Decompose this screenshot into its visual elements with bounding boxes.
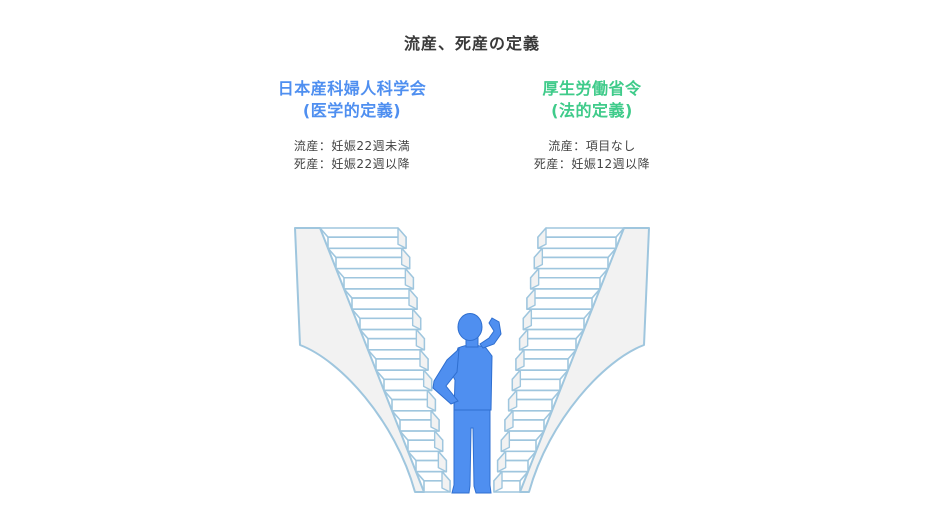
- stair-step-tread: [526, 288, 601, 299]
- stair-step-side: [426, 389, 437, 412]
- stair-step-side: [507, 389, 518, 412]
- stair-step-side: [493, 470, 503, 493]
- stair-step-side: [397, 227, 407, 250]
- stair-outer-wall: [519, 227, 650, 493]
- legal-heading-line2: (法的定義): [551, 101, 633, 120]
- person-right-arm: [479, 317, 502, 349]
- stair-step-side: [511, 369, 522, 392]
- stair-step-tread: [343, 288, 418, 299]
- person-scratching-head-icon: [432, 313, 502, 494]
- stair-step-riser: [533, 256, 609, 270]
- stair-step-side: [415, 328, 426, 351]
- stair-step-riser: [359, 317, 422, 331]
- stair-step-side: [408, 288, 418, 310]
- stair-step-side: [500, 430, 511, 453]
- stair-step-tread: [522, 308, 593, 320]
- stair-step-side: [496, 450, 507, 473]
- stair-step-riser: [529, 276, 601, 290]
- diagram-title: 流産、死産の定義: [403, 34, 540, 53]
- stair-step-side: [537, 227, 547, 250]
- stair-step-tread: [515, 349, 577, 360]
- stair-step-tread: [359, 328, 426, 340]
- stair-step-side: [441, 470, 451, 493]
- stair-step-side: [518, 328, 529, 351]
- legal-stillbirth: 死産：妊娠12週以降: [533, 157, 651, 171]
- stair-step-tread: [319, 227, 407, 238]
- stair-step-side: [515, 349, 525, 371]
- medical-heading-line1: 日本産科婦人科学会: [277, 79, 427, 98]
- stair-step-tread: [335, 267, 415, 279]
- stair-step-tread: [367, 349, 429, 360]
- right-staircase: [493, 227, 650, 493]
- stair-outer-wall: [294, 227, 425, 493]
- stair-step-side: [422, 369, 433, 392]
- person-left-arm: [432, 347, 460, 405]
- stair-step-tread: [533, 247, 617, 259]
- stair-step-side: [504, 410, 514, 432]
- medical-definition: 日本産科婦人科学会 (医学的定義) 流産：妊娠22週未満 死産：妊娠22週以降: [240, 78, 464, 173]
- medical-miscarriage: 流産：妊娠22週未満: [293, 139, 411, 153]
- person-legs: [451, 397, 492, 494]
- stair-step-side: [533, 247, 544, 270]
- stair-step-side: [419, 349, 429, 371]
- stair-step-riser: [335, 256, 411, 270]
- legal-heading-line1: 厚生労働省令: [542, 79, 642, 98]
- medical-stillbirth: 死産：妊娠22週以降: [293, 157, 411, 171]
- legal-miscarriage: 流産：項目なし: [548, 139, 636, 153]
- person-head: [457, 313, 483, 341]
- stair-step-tread: [327, 247, 411, 259]
- medical-heading-line2: (医学的定義): [302, 101, 402, 120]
- stair-step-tread: [537, 227, 625, 238]
- stair-step-tread: [518, 328, 585, 340]
- stair-step-side: [404, 267, 415, 290]
- stair-step-riser: [537, 236, 617, 250]
- stair-step-side: [526, 288, 536, 310]
- stair-step-riser: [351, 297, 418, 311]
- stair-step-side: [437, 450, 448, 473]
- stair-step-side: [430, 410, 440, 432]
- stair-step-side: [433, 430, 444, 453]
- stair-step-side: [522, 308, 533, 331]
- stair-step-tread: [529, 267, 609, 279]
- stair-step-riser: [526, 297, 593, 311]
- stair-step-side: [529, 267, 540, 290]
- stair-step-side: [400, 247, 411, 270]
- stair-step-riser: [327, 236, 407, 250]
- legal-definition: 厚生労働省令 (法的定義) 流産：項目なし 死産：妊娠12週以降: [480, 78, 704, 173]
- stair-step-riser: [522, 317, 585, 331]
- left-staircase: [294, 227, 451, 493]
- stair-step-riser: [343, 276, 415, 290]
- stair-step-tread: [351, 308, 422, 320]
- stair-step-side: [411, 308, 422, 331]
